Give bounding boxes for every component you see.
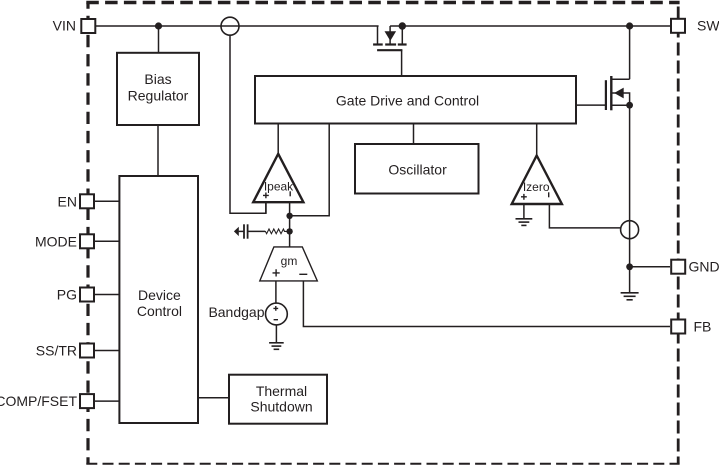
svg-text:COMP/FSET: COMP/FSET — [0, 393, 77, 409]
svg-text:Gate Drive and Control: Gate Drive and Control — [336, 93, 479, 109]
svg-text:Bias: Bias — [144, 71, 171, 87]
svg-text:Oscillator: Oscillator — [388, 161, 447, 177]
svg-text:Izero: Izero — [523, 180, 550, 194]
svg-text:Bandgap: Bandgap — [208, 304, 264, 320]
svg-text:EN: EN — [58, 193, 77, 209]
svg-text:gm: gm — [281, 254, 298, 268]
svg-text:SW: SW — [697, 18, 719, 34]
svg-text:Ipeak: Ipeak — [264, 179, 294, 193]
svg-text:Device: Device — [138, 287, 181, 303]
svg-text:Thermal: Thermal — [256, 383, 307, 399]
svg-text:VIN: VIN — [53, 17, 76, 33]
svg-text:Regulator: Regulator — [128, 87, 189, 103]
svg-text:Control: Control — [137, 303, 182, 319]
svg-text:MODE: MODE — [35, 233, 77, 249]
svg-text:PG: PG — [57, 287, 77, 303]
svg-text:GND: GND — [689, 259, 719, 275]
svg-text:SS/TR: SS/TR — [36, 343, 77, 359]
svg-text:FB: FB — [694, 319, 712, 335]
svg-text:Shutdown: Shutdown — [250, 398, 312, 414]
